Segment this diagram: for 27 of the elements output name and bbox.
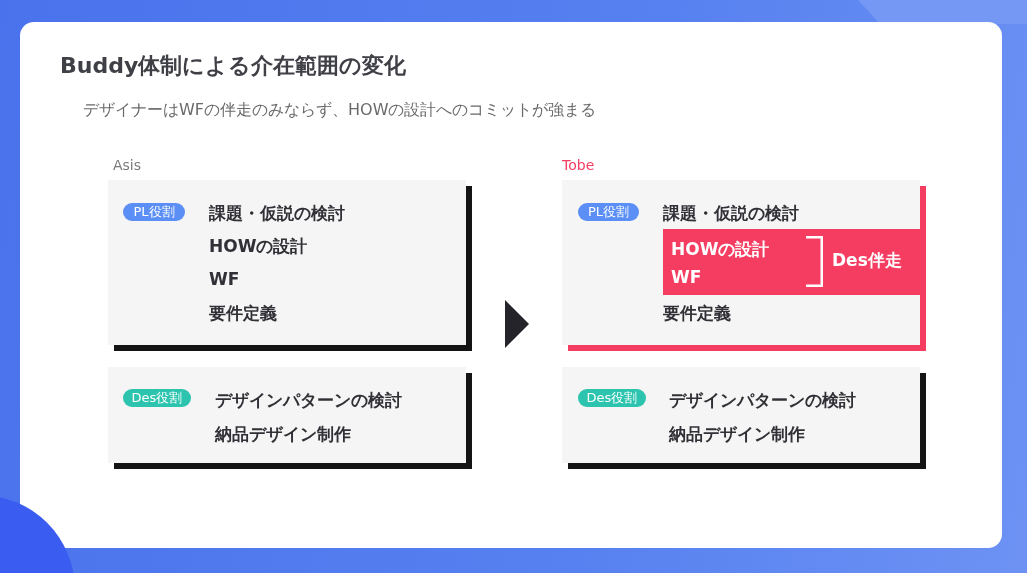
- role-card: [562, 367, 926, 469]
- task-text: 課題・仮説の検討: [663, 202, 799, 225]
- subtitle: デザイナーはWFの伴走のみならず、HOWの設計へのコミットが強まる: [83, 98, 597, 121]
- role-tag: PL役割: [123, 203, 185, 221]
- task-text: WF: [671, 266, 702, 289]
- arrow: [505, 300, 529, 348]
- task-text: デザインパターンの検討: [215, 389, 402, 412]
- role-tag: Des役割: [578, 389, 646, 407]
- role-tag: PL役割: [578, 203, 639, 221]
- task-text: 納品デザイン制作: [669, 423, 805, 446]
- column-heading: Tobe: [562, 156, 595, 176]
- role-card: [108, 367, 472, 469]
- task-text: デザインパターンの検討: [669, 389, 856, 412]
- task-text: 要件定義: [663, 302, 731, 325]
- slide-title: Buddy体制による介在範囲の変化: [60, 52, 407, 80]
- role-card: [108, 180, 472, 351]
- task-text: 納品デザイン制作: [215, 423, 351, 446]
- task-text: HOWの設計: [209, 235, 308, 258]
- role-card: [562, 180, 926, 351]
- bracket-label: Des伴走: [832, 249, 902, 272]
- task-text: HOWの設計: [671, 238, 770, 261]
- task-text: 要件定義: [209, 302, 277, 325]
- task-text: 課題・仮説の検討: [209, 202, 345, 225]
- role-tag: Des役割: [123, 389, 191, 407]
- highlight-band: [663, 229, 920, 295]
- column-heading: Asis: [113, 156, 142, 176]
- task-text: WF: [209, 268, 240, 291]
